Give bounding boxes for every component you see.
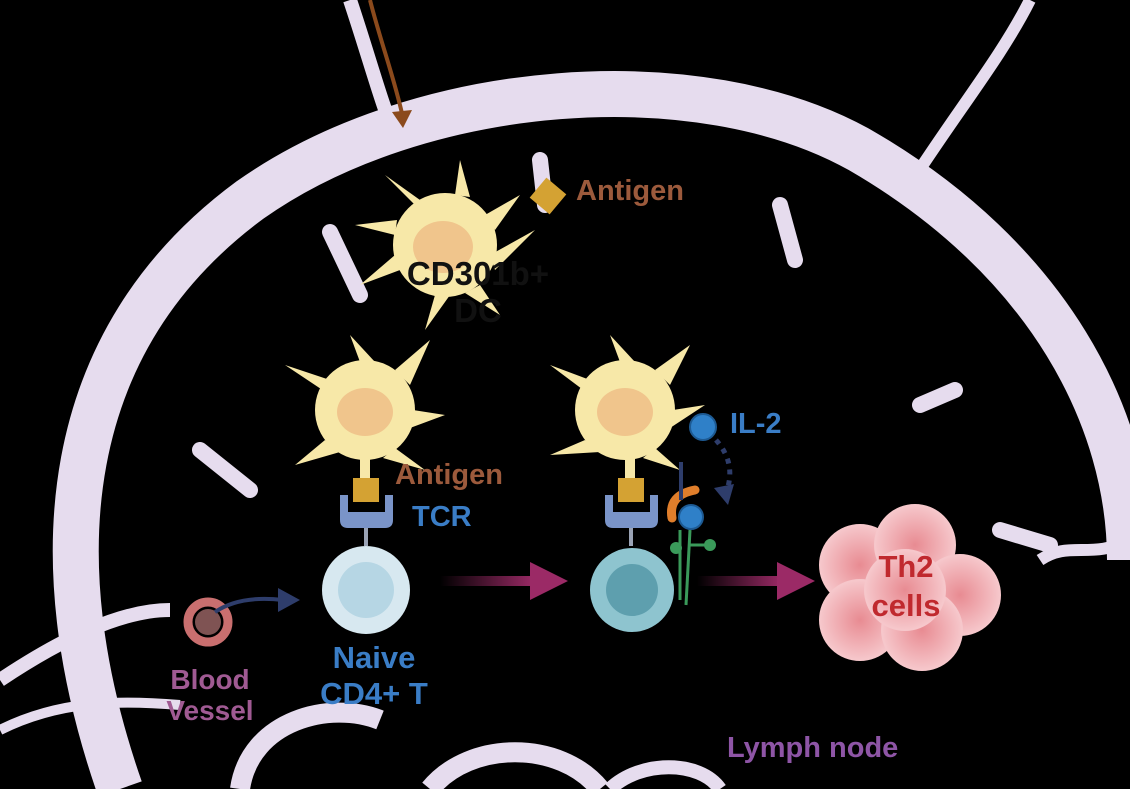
label-th2-cells: Th2 cells <box>846 548 966 626</box>
tcr-complex-left <box>340 458 393 546</box>
arrow-naive-to-activated <box>440 562 568 600</box>
label-cd301b-dc: CD301b+ DC <box>398 255 558 330</box>
label-antigen-mid: Antigen <box>395 459 503 491</box>
label-naive-line1: Naive <box>332 640 416 675</box>
label-blood-line1: Blood <box>170 664 250 695</box>
label-blood-line2: Vessel <box>166 694 254 726</box>
blood-vessel <box>183 588 300 647</box>
dendritic-cell-right <box>550 335 705 470</box>
il2-receptor <box>667 462 716 606</box>
label-il2: IL-2 <box>730 408 782 440</box>
label-cd301b-line1: CD301b+ <box>406 255 550 292</box>
label-naive-cd4: Naive CD4+ T <box>304 640 444 711</box>
label-antigen-top: Antigen <box>576 175 684 207</box>
label-blood-vessel: Blood Vessel <box>150 664 270 727</box>
label-cd301b-line2: DC <box>454 291 502 329</box>
activated-t-cell <box>590 548 674 632</box>
antigen-cube-top <box>529 177 567 215</box>
label-th2-line2: cells <box>871 587 941 623</box>
dendritic-cell-left <box>285 335 445 470</box>
label-lymph-node: Lymph node <box>727 732 899 764</box>
label-naive-line2: CD4+ T <box>320 675 428 711</box>
migration-arrow <box>368 0 412 128</box>
label-tcr: TCR <box>412 501 472 533</box>
label-th2-line1: Th2 <box>878 549 934 584</box>
th2-cell-cluster <box>819 504 1001 671</box>
tcr-complex-right <box>605 458 658 546</box>
dendritic-cell-top <box>355 160 535 330</box>
il2-molecule <box>689 413 734 505</box>
naive-t-cell <box>322 546 410 634</box>
arrow-activated-to-th2 <box>697 562 815 600</box>
